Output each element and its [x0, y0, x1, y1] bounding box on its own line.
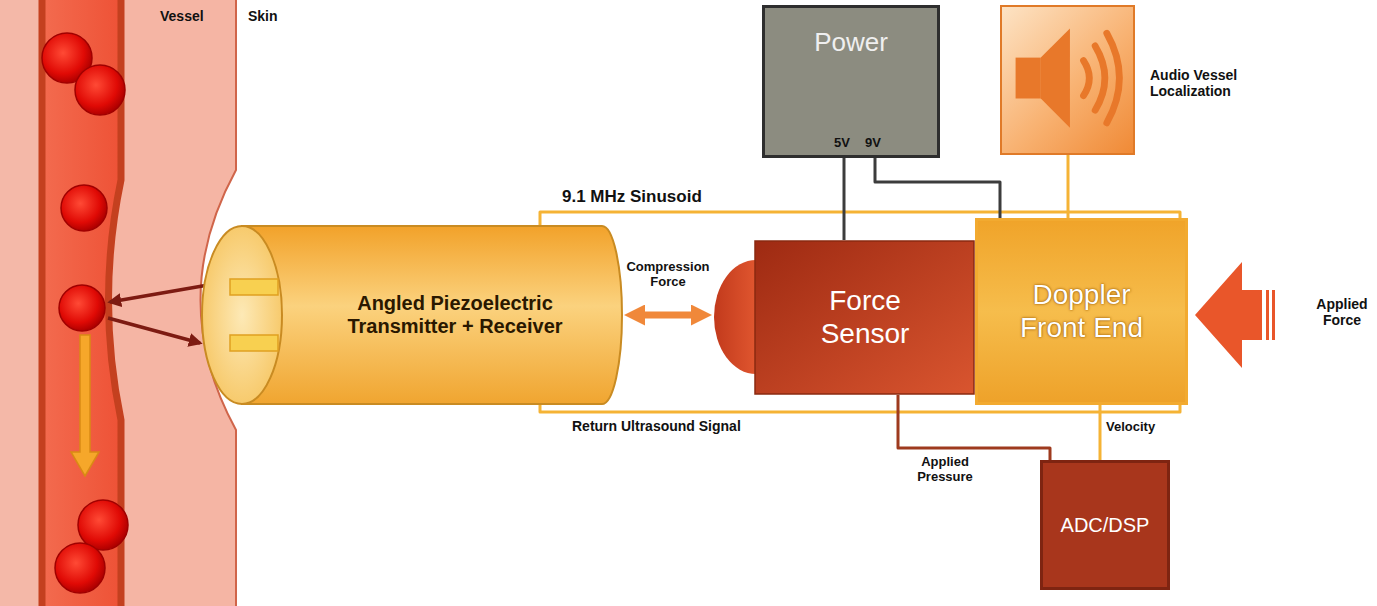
speaker-icon: Audio Vessel Localization [1000, 5, 1135, 155]
power-supply-box: Power 5V 9V [762, 5, 940, 158]
arrow-stripe [1266, 290, 1269, 340]
blood-cell [59, 285, 105, 331]
signal-label: Applied Pressure [905, 455, 985, 485]
signal-label: Compression Force [623, 260, 713, 290]
signal-wire [1067, 155, 1070, 218]
applied-force-arrow [1195, 262, 1262, 368]
arrow-stripe [1272, 290, 1275, 340]
signal-label: Velocity [1106, 420, 1176, 435]
tissue [0, 0, 42, 606]
probe-face [202, 226, 282, 404]
speaker-cone [1041, 28, 1070, 127]
doppler-front-end-box: Doppler Front End [975, 218, 1188, 405]
flow-arrow [71, 335, 99, 476]
blood-cell [75, 65, 125, 115]
signal-label: 9.1 MHz Sinusoid [562, 187, 732, 207]
signal-wire [540, 405, 1180, 412]
adc-dsp-box: ADC/DSP [1040, 460, 1170, 590]
sensor-body [755, 241, 974, 394]
pin-label: 9V [865, 136, 881, 151]
sound-wave [1107, 33, 1120, 123]
piezo-crystal [230, 279, 278, 295]
force-label: Applied Force [1310, 296, 1374, 328]
tissue-label: Vessel [160, 8, 220, 24]
block-title: Angled Piezoelectric Transmitter + Recei… [320, 292, 590, 338]
signal-wire [1099, 405, 1102, 460]
tissue-label: Skin [248, 8, 298, 24]
speaker-body [1016, 58, 1041, 99]
piezo-crystal [230, 335, 278, 351]
blood-cell [78, 500, 128, 550]
pin-label: 5V [834, 136, 850, 151]
ultrasound-beam [110, 284, 214, 302]
blood-cell [61, 185, 107, 231]
echo-beam [108, 318, 200, 343]
block-title: Power [765, 28, 937, 58]
sound-wave [1095, 46, 1105, 110]
block-title: ADC/DSP [1061, 514, 1150, 537]
signal-wire [642, 312, 694, 319]
probe-cylinder: Angled Piezoelectric Transmitter + Recei… [200, 225, 624, 405]
blood-cell [55, 543, 105, 593]
block-title: Force Sensor [800, 285, 930, 349]
signal-label: Return Ultrasound Signal [572, 418, 782, 434]
icon-caption: Audio Vessel Localization [1150, 67, 1260, 99]
signal-wire [875, 158, 1000, 218]
speaker-icon-shape [1002, 7, 1133, 153]
signal-wire [843, 158, 846, 240]
block-title: Doppler Front End [1012, 279, 1152, 343]
sound-wave [1084, 61, 1090, 96]
sensor-dome [714, 260, 756, 374]
probe-body [242, 226, 622, 404]
force-sensor-box: Force Sensor [712, 240, 975, 395]
vessel-wall [39, 0, 46, 606]
